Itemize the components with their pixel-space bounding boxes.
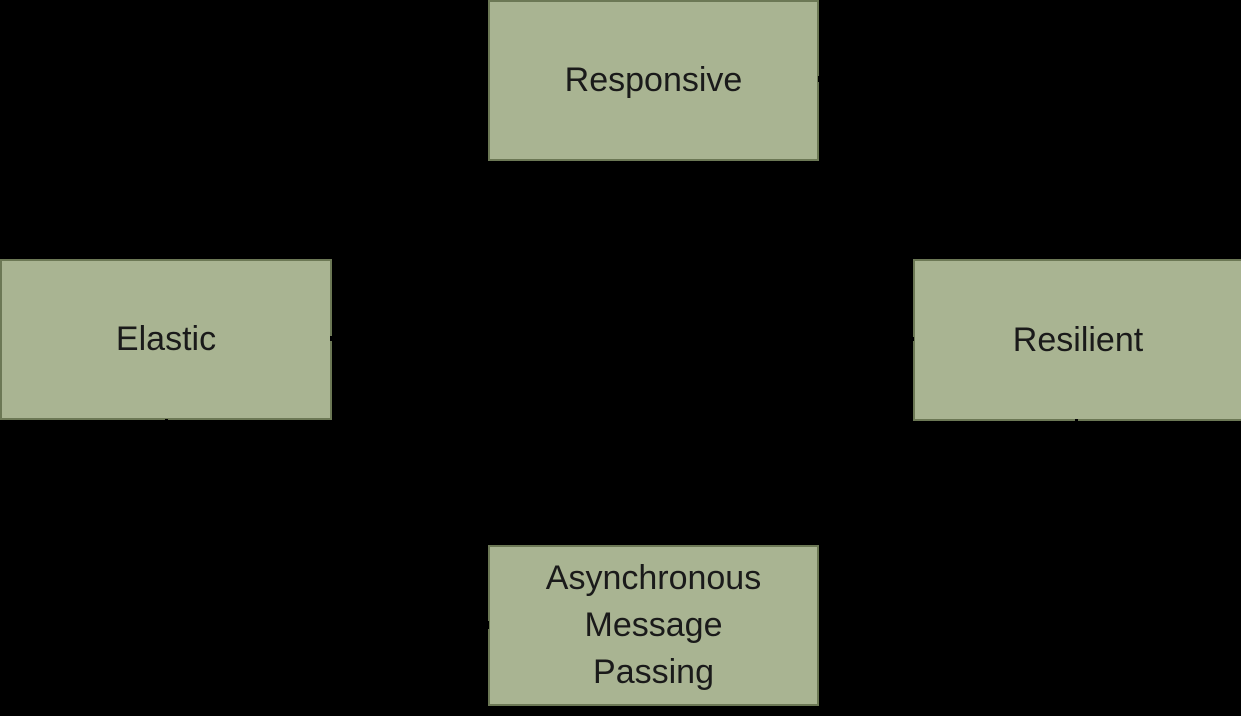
node-async-label-line-3: Passing <box>593 653 714 691</box>
node-resilient-label: Resilient <box>1012 320 1144 359</box>
node-responsive-label: Responsive <box>564 61 743 99</box>
connector-stub-responsive-left <box>484 73 488 79</box>
node-elastic: Elastic <box>0 259 332 420</box>
connector-stub-elastic-bottom <box>165 419 168 423</box>
connector-stub-elastic-right <box>330 336 333 341</box>
connector-stub-async-right <box>819 620 825 629</box>
connector-stub-resilient-left <box>911 337 914 341</box>
connector-stub-resilient-bottom <box>1075 419 1078 423</box>
node-responsive: Responsive <box>488 0 819 161</box>
node-async-label-line-2: Message <box>584 606 723 644</box>
connector-stub-elastic-top <box>161 255 169 259</box>
node-async-message-passing: Asynchronous Message Passing <box>488 545 819 706</box>
node-async-label-line-1: Asynchronous <box>545 559 762 597</box>
connector-stub-responsive-right <box>818 76 823 82</box>
node-resilient: Resilient <box>913 259 1241 421</box>
connector-stub-resilient-top <box>1073 255 1081 259</box>
node-elastic-label: Elastic <box>115 320 217 358</box>
connector-stub-async-left <box>483 621 489 629</box>
